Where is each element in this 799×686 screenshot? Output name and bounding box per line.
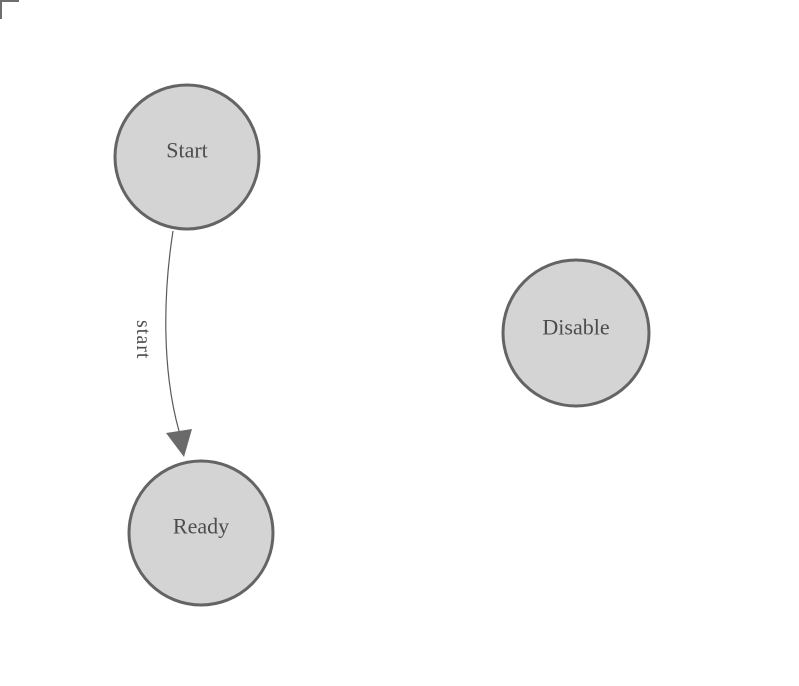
edge-arrowhead-icon[interactable]	[166, 429, 192, 457]
state-node-start[interactable]: Start	[113, 83, 261, 231]
edge-path[interactable]	[165, 230, 180, 432]
transition-edge-start-ready[interactable]: start	[132, 230, 192, 457]
state-node-ready-circle[interactable]	[127, 459, 275, 607]
state-node-ready[interactable]: Ready	[127, 459, 275, 607]
edge-label: start	[132, 320, 154, 359]
state-node-start-circle[interactable]	[113, 83, 261, 231]
state-node-disable-circle[interactable]	[501, 258, 651, 408]
state-node-disable[interactable]: Disable	[501, 258, 651, 408]
